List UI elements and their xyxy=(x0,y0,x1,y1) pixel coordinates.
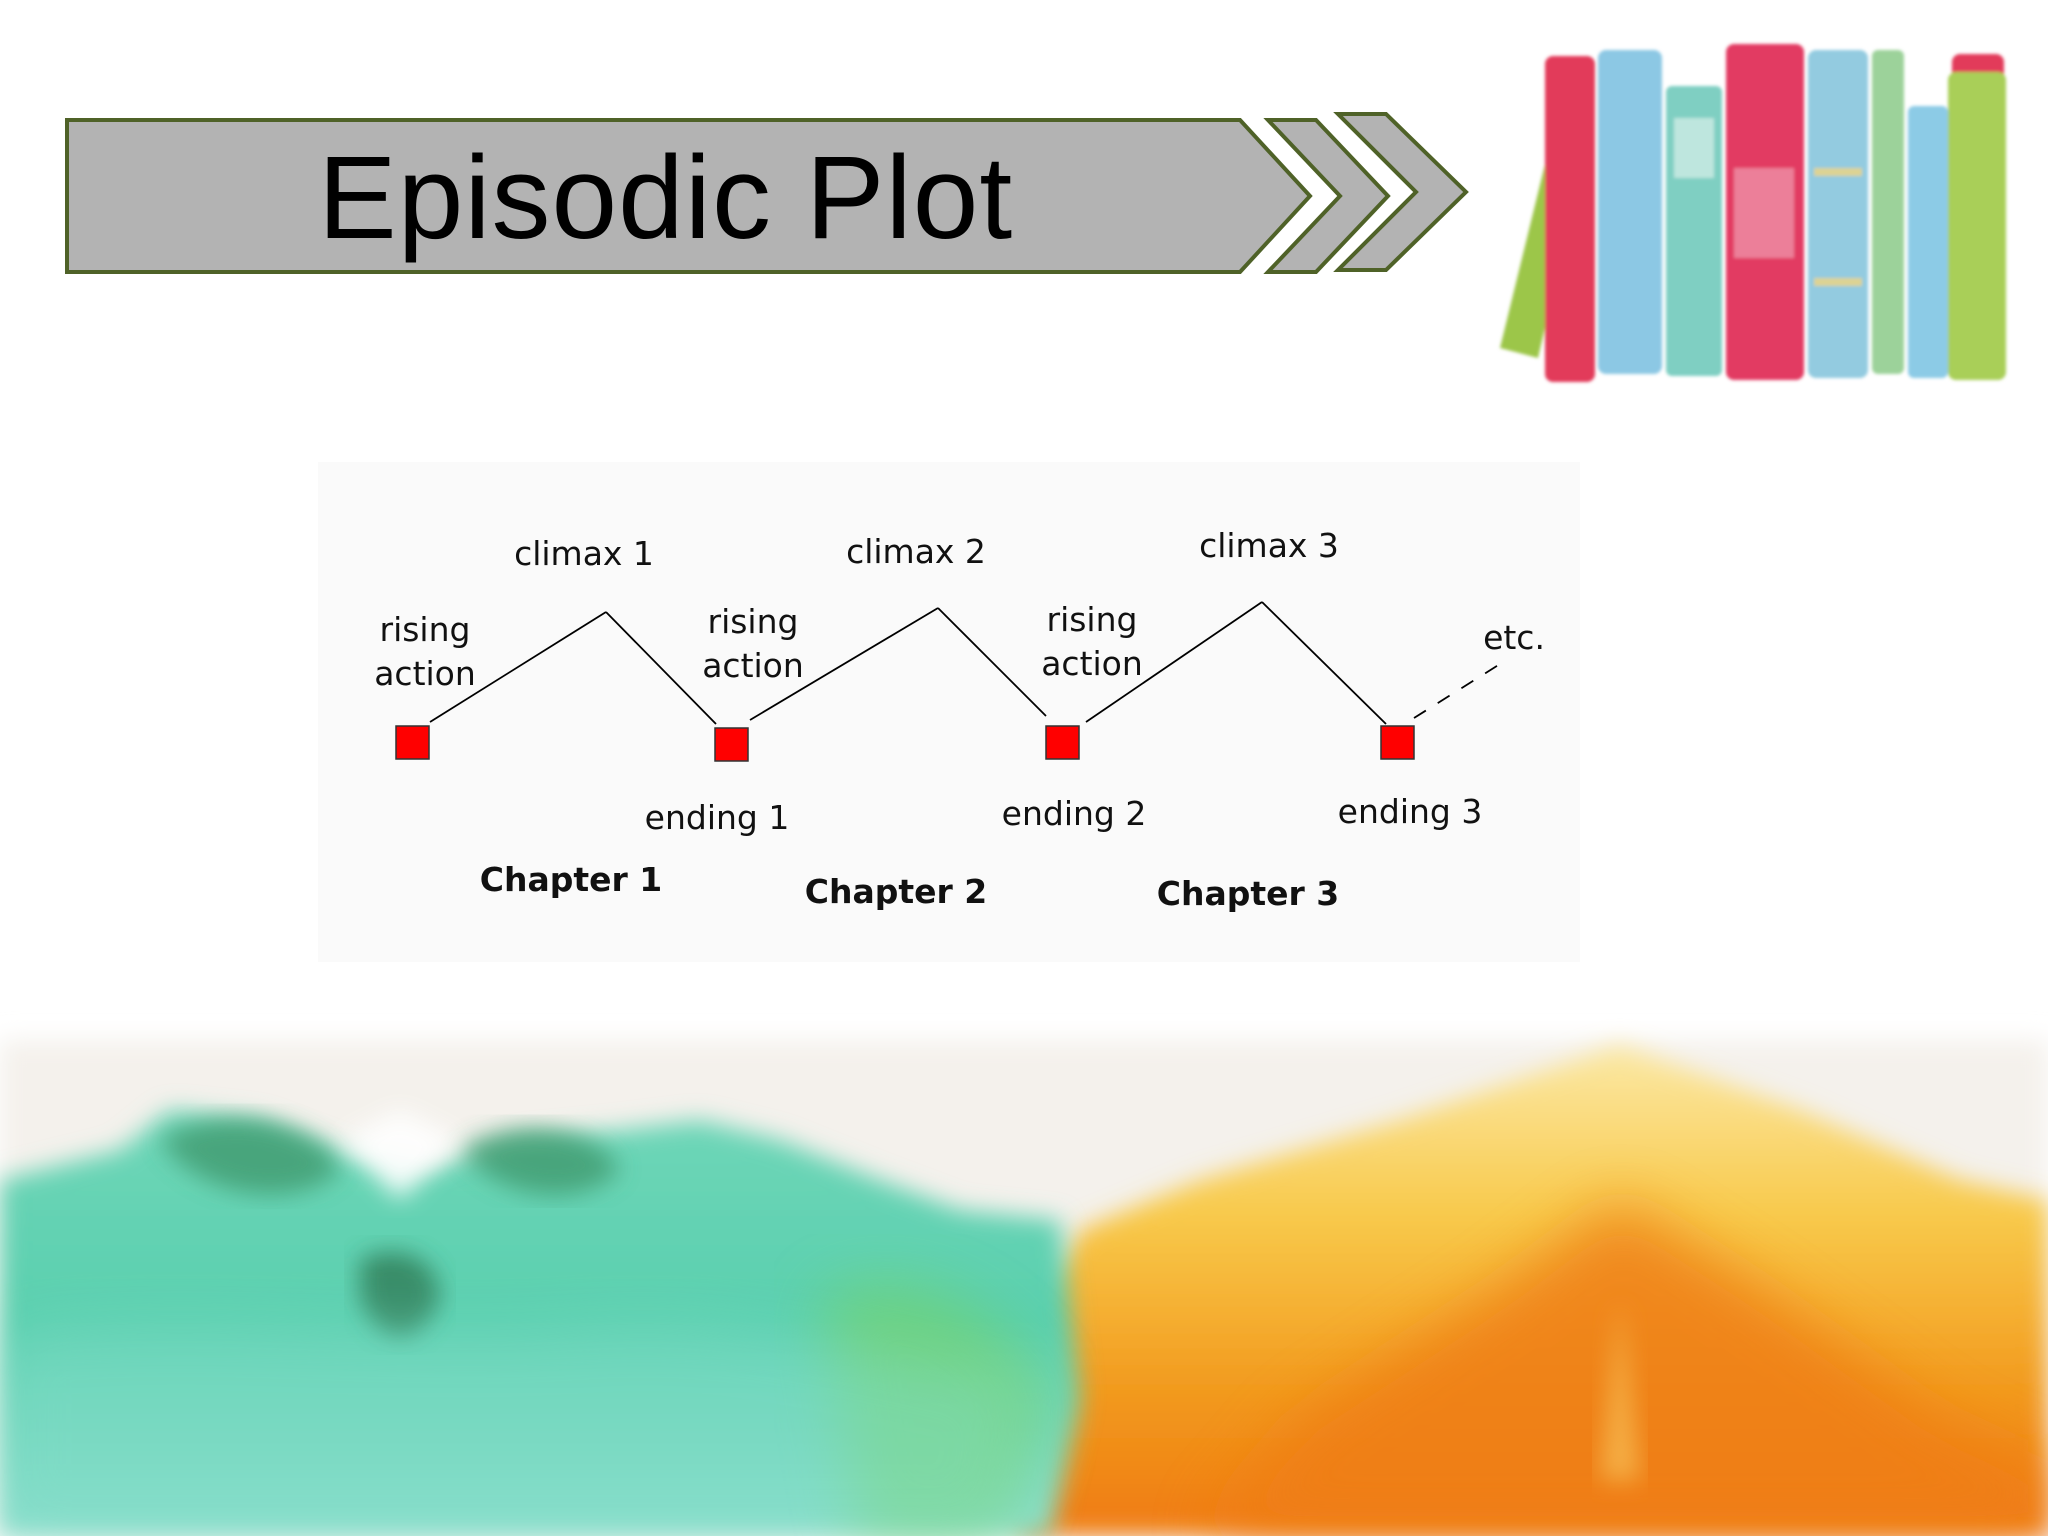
ending-label-3: ending 3 xyxy=(1337,792,1483,831)
chapter-label-1: Chapter 1 xyxy=(479,860,663,899)
rising-line-3 xyxy=(1085,601,1263,723)
continuation-label: etc. xyxy=(1483,618,1545,657)
continuation-dashed-line xyxy=(1413,663,1501,719)
ending-marker-start xyxy=(395,725,430,760)
page-title: Episodic Plot xyxy=(318,132,1014,264)
falling-line-1 xyxy=(605,611,717,725)
rising-line-2 xyxy=(749,607,939,721)
ending-label-1: ending 1 xyxy=(644,798,790,837)
falling-line-2 xyxy=(937,607,1047,717)
chapter-label-3: Chapter 3 xyxy=(1156,874,1340,913)
ending-marker-2 xyxy=(1045,725,1080,760)
climax-label-1: climax 1 xyxy=(514,534,654,573)
rising-line-1 xyxy=(429,611,607,723)
chapter-label-2: Chapter 2 xyxy=(804,872,988,911)
rising-action-label-3: rising action xyxy=(1041,600,1143,683)
chevron-arrows-icon xyxy=(1263,112,1469,274)
climax-label-3: climax 3 xyxy=(1199,526,1339,565)
books-illustration xyxy=(1500,44,2006,382)
falling-line-3 xyxy=(1261,601,1387,725)
climax-label-2: climax 2 xyxy=(846,532,986,571)
rising-action-label-2: rising action xyxy=(702,602,804,685)
title-banner xyxy=(65,112,1469,274)
ending-marker-1 xyxy=(714,727,749,762)
rising-action-label-1: rising action xyxy=(374,610,476,693)
ending-label-2: ending 2 xyxy=(1001,794,1147,833)
ending-marker-3 xyxy=(1380,725,1415,760)
